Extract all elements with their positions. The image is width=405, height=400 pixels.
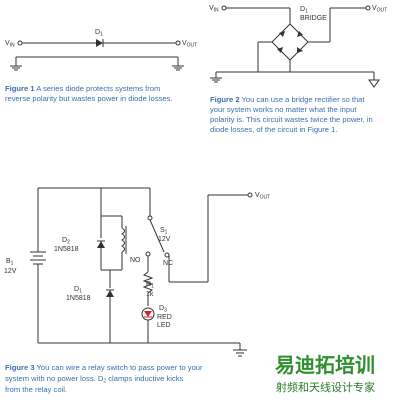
- fig1-ground-left-icon: [10, 65, 22, 71]
- fig3-vout-terminal: [247, 192, 253, 198]
- fig3-d2-label: D2: [62, 237, 70, 246]
- fig2-caption-line4: diode losses, of the circuit in Figure 1…: [210, 125, 337, 134]
- fig3-no-label: NO: [130, 257, 141, 264]
- fig2-caption-line1: Figure 2 You can use a bridge rectifier …: [210, 95, 365, 104]
- fig3-relay-coil: [121, 227, 125, 253]
- fig3-d3-name1: RED: [157, 314, 172, 321]
- fig2-d1-label: D1: [300, 6, 308, 15]
- fig1-caption-line2: reverse polarity but wastes power in dio…: [5, 94, 173, 103]
- fig3-d1-part: 1N5818: [66, 295, 91, 302]
- fig2-vin-label: VIN: [209, 5, 219, 14]
- watermark-subtitle: 射频和天线设计专家: [276, 380, 375, 394]
- fig3-caption-line2: system with no power loss. D2 clamps ind…: [5, 374, 184, 385]
- fig1-diode-d1: [96, 39, 103, 47]
- fig1-ground-right-icon: [172, 65, 184, 71]
- fig3-caption-line1: Figure 3 You can wire a relay switch to …: [5, 363, 203, 372]
- fig1-vout-terminal: [175, 40, 181, 46]
- figure-2: VIN D1 BRIDGE VOUT: [209, 5, 387, 134]
- fig3-s1-label: S1: [160, 227, 168, 236]
- fig3-diode-d1: [106, 290, 114, 297]
- fig1-vout-label: VOUT: [182, 40, 197, 49]
- fig3-switch-common-contact: [147, 215, 153, 221]
- fig3-switch-arm: [149, 219, 165, 253]
- fig2-ground-left-icon: [210, 77, 222, 83]
- fig2-bridge-diamond: [271, 23, 309, 61]
- fig3-d2-part: 1N5818: [54, 246, 79, 253]
- fig3-b1-voltage: 12V: [4, 268, 17, 275]
- fig2-vout-terminal: [365, 5, 371, 11]
- fig3-d3-name2: LED: [157, 322, 171, 329]
- fig3-vout-label: VOUT: [255, 192, 270, 201]
- fig3-switch-no-contact: [145, 251, 151, 257]
- figure-1: VIN D1 VOUT Figure 1 A series diode prot…: [5, 29, 197, 103]
- fig2-caption-line3: polarity is. This circuit wastes twice t…: [210, 115, 373, 124]
- fig2-ground-right-icon: [368, 79, 380, 88]
- fig1-caption-line1: Figure 1 A series diode protects systems…: [5, 84, 160, 93]
- watermark-title: 易迪拓培训: [275, 353, 375, 377]
- fig3-r1-value: 1k: [146, 291, 154, 298]
- fig3-caption-line3: from the relay coil.: [5, 385, 67, 394]
- fig2-bridge-label: BRIDGE: [300, 15, 327, 22]
- figure-3: B1 12V D2 1N5818 D1 1N5818 S1 12V: [4, 187, 270, 394]
- fig2-vin-terminal: [221, 5, 227, 11]
- fig3-b1-label: B1: [6, 258, 14, 267]
- fig3-resistor-r1: [142, 271, 154, 294]
- fig3-s1-voltage: 12V: [158, 236, 171, 243]
- fig2-caption-line2: your system works no matter what the inp…: [210, 105, 357, 114]
- fig3-d1-label: D1: [74, 286, 82, 295]
- fig1-vin-terminal: [17, 40, 23, 46]
- fig3-r1-label: R1: [146, 281, 154, 290]
- fig1-d1-label: D1: [95, 29, 103, 38]
- fig3-diode-d2: [97, 241, 105, 248]
- fig2-vout-label: VOUT: [372, 5, 387, 14]
- fig3-led-d3: [144, 311, 152, 317]
- fig3-ground-icon: [233, 349, 247, 357]
- fig1-vin-label: VIN: [5, 40, 15, 49]
- fig3-switch-nc-contact: [164, 252, 170, 258]
- fig3-nc-label: NC: [163, 260, 173, 267]
- watermark: 易迪拓培训 射频和天线设计专家: [275, 353, 375, 394]
- fig2-bridge-diodes: [277, 31, 303, 53]
- fig3-d3-label: D3: [159, 305, 167, 314]
